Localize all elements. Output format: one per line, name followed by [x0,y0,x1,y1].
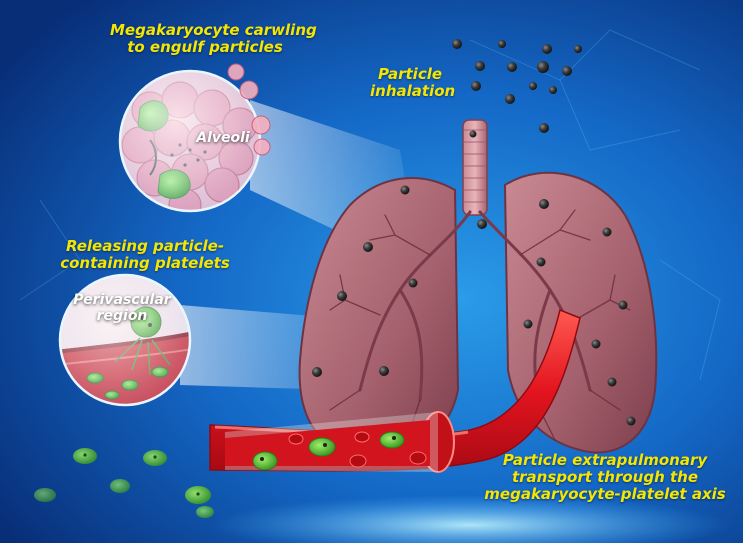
vessel-cells [252,431,427,471]
label-perivascular-line2: region [96,308,148,324]
platelets [34,448,214,518]
bronchi [358,210,592,412]
label-alveoli: Alveoli [196,130,250,146]
label-megakaryocyte-line2: to engulf particles [127,38,283,56]
blood-vessel [209,308,581,473]
label-transport-line2: transport through the [511,468,699,486]
label-megakaryocyte-crawling: Megakaryocyte carwling to engulf particl… [110,21,317,56]
alveoli-inset [118,63,271,213]
perivascular-inset [58,273,192,407]
floor-glow [210,495,730,543]
label-transport-line3: megakaryocyte-platelet axis [484,485,726,503]
label-particle-inhalation: Particle inhalation [370,65,456,100]
label-inhalation-line2: inhalation [370,82,456,100]
label-releasing-line1: Releasing particle- [65,237,225,255]
label-releasing-line2: containing platelets [60,254,230,272]
trachea [462,119,488,216]
label-megakaryocyte-line1: Megakaryocyte carwling [110,21,317,39]
network-lines [19,29,721,381]
label-releasing-platelets: Releasing particle- containing platelets [55,238,235,272]
label-transport-line1: Particle extrapulmonary [502,451,708,469]
label-perivascular-region: Perivascular region [72,292,172,324]
label-perivascular-line1: Perivascular [73,292,171,308]
label-inhalation-line1: Particle [377,65,443,83]
particles [312,39,636,426]
label-extrapulmonary-transport: Particle extrapulmonary transport throug… [475,452,735,503]
